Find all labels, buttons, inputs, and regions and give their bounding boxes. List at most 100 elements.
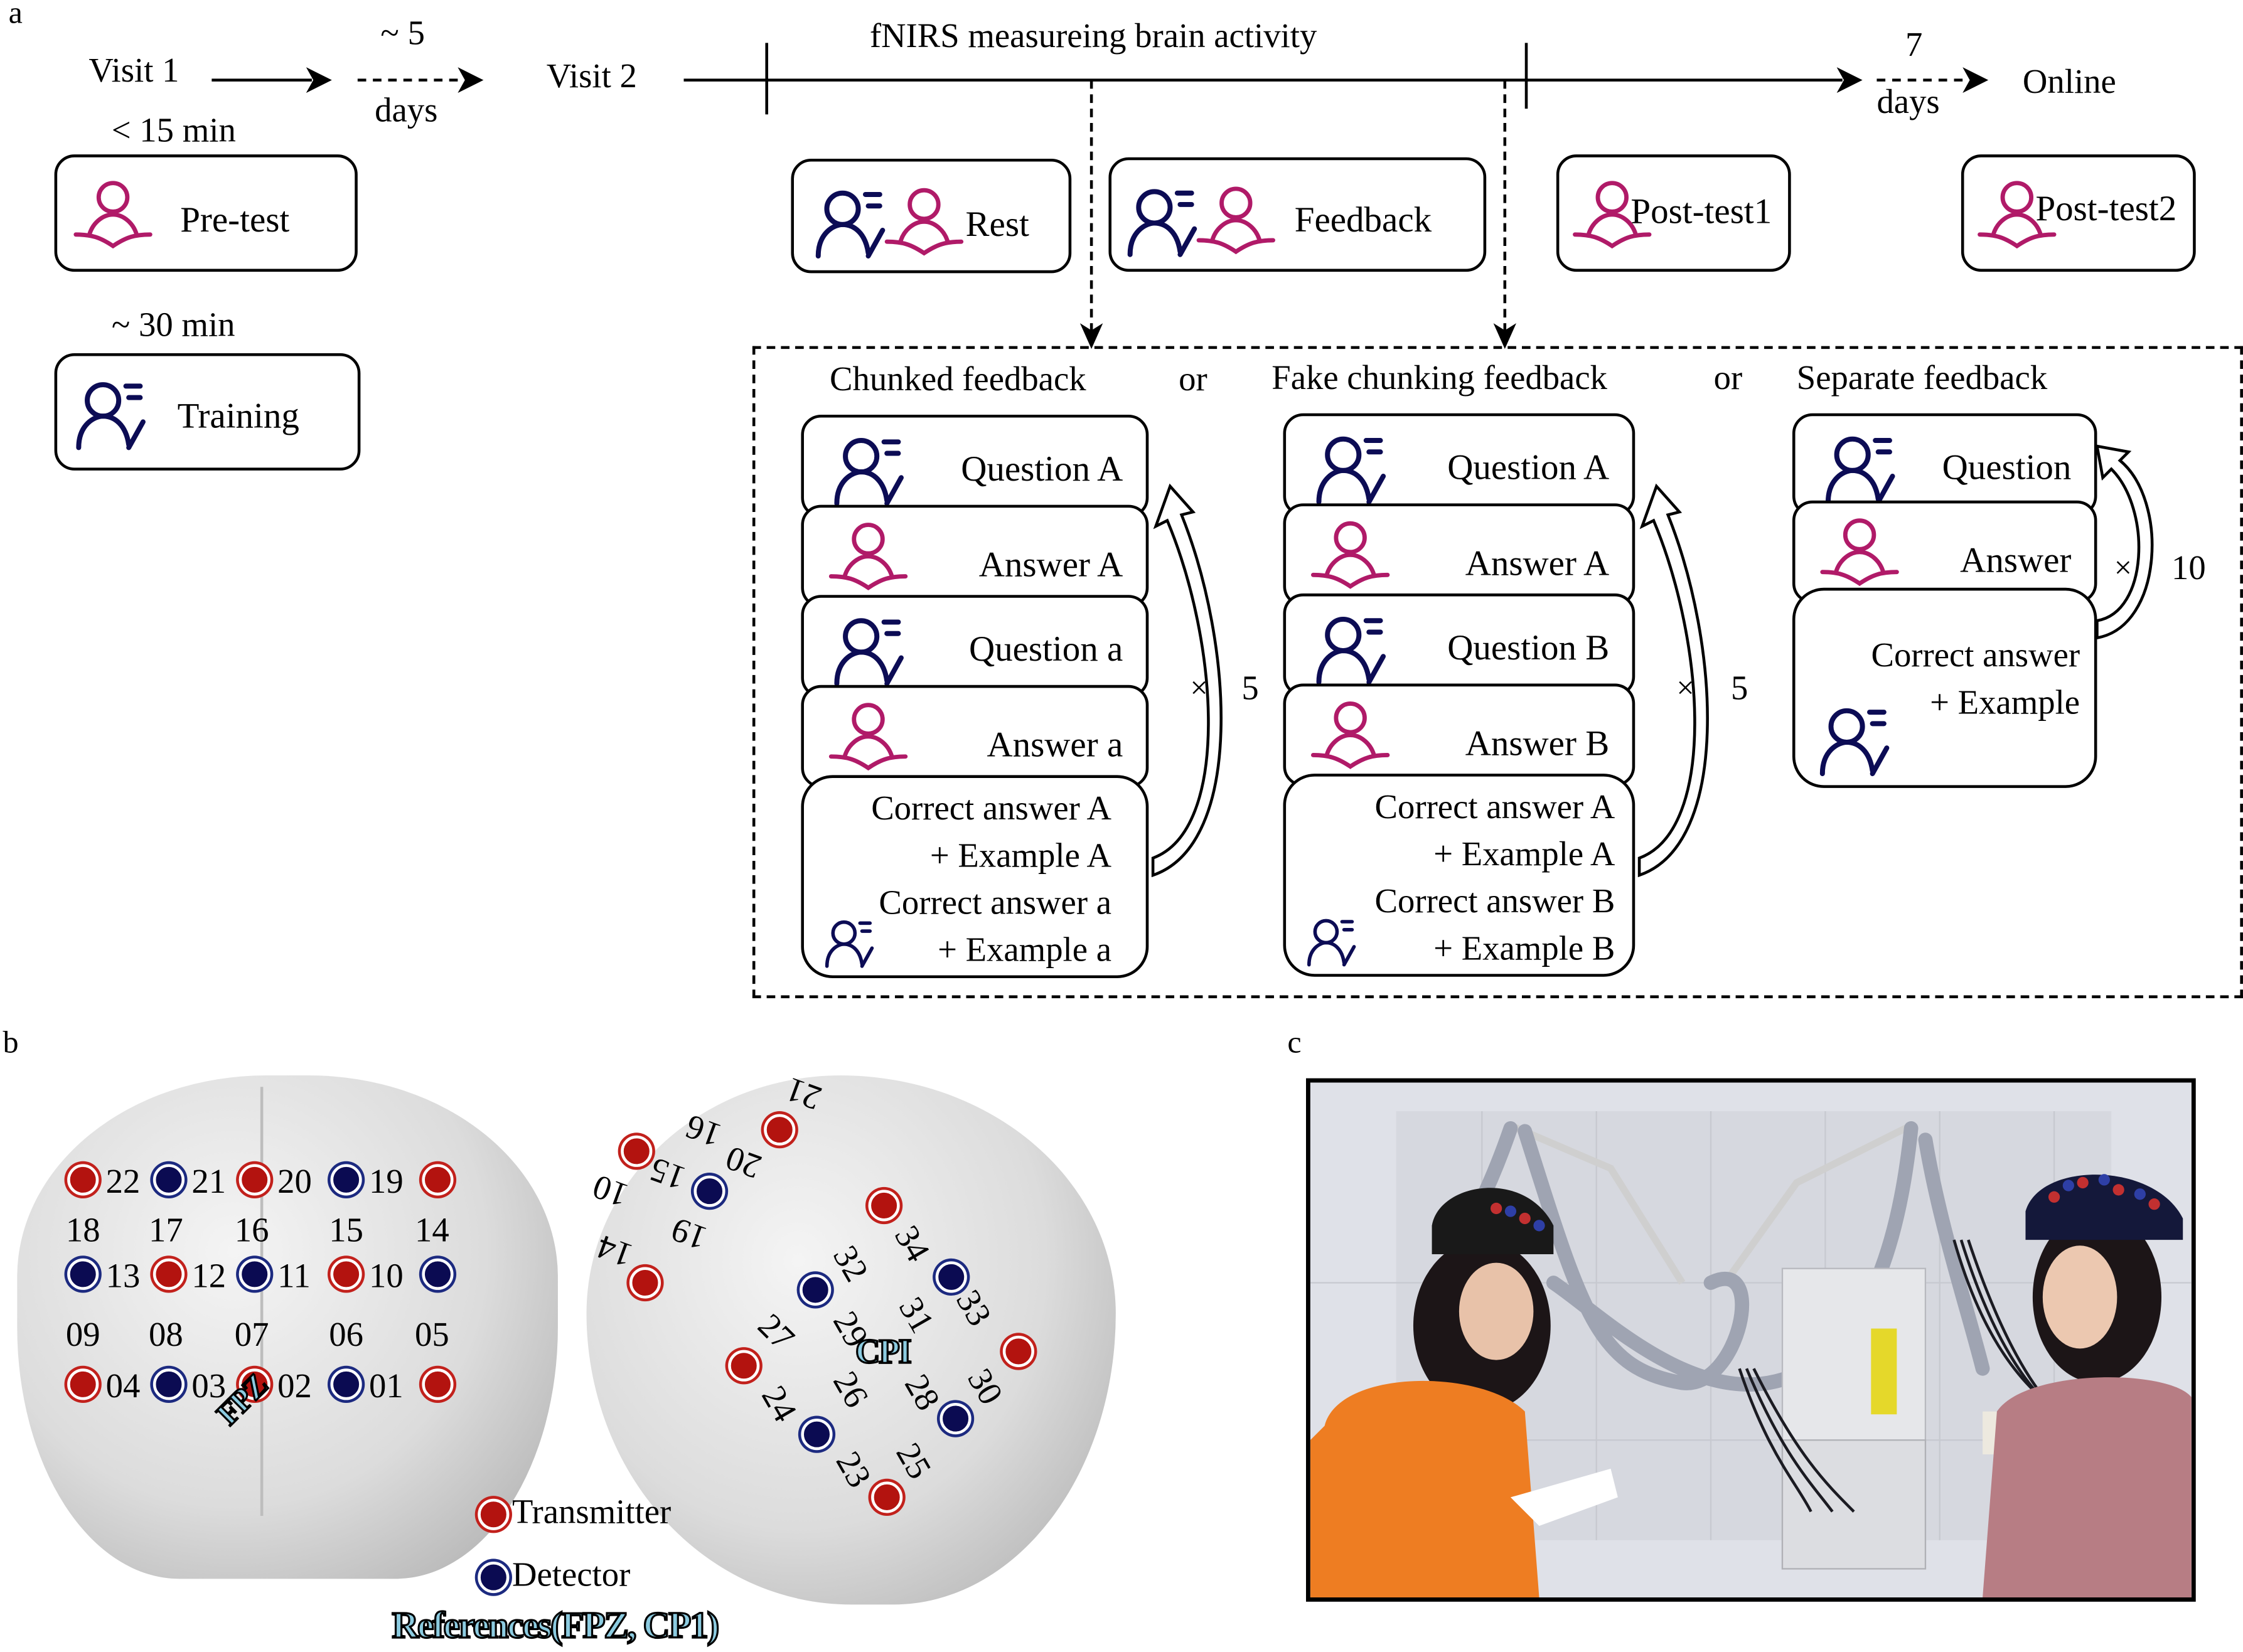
feedback-final-line: Correct answer [1871,637,2080,675]
channel-label: 04 [105,1368,141,1406]
student-icon [1573,181,1652,249]
transmitter-marker [1002,1335,1034,1368]
detector-marker [153,1368,185,1400]
detector-marker [693,1175,725,1207]
feedback-card: Answer B [1283,683,1635,787]
references-legend-label: References(FPZ, CP1) [391,1604,720,1646]
feedback-connector-2 [1503,80,1507,332]
feedback-final-line: Correct answer B [1374,883,1615,921]
teacher-icon [1825,436,1895,505]
student-icon [1820,518,1899,587]
arrowhead-icon [1962,67,1989,93]
feedback-card-label: Question [1942,449,2072,488]
transmitter-marker [764,1114,796,1146]
channel-label: 06 [329,1317,363,1355]
channel-label: 15 [329,1212,363,1250]
student-icon [1310,521,1390,589]
fnirs-start-tick [765,43,768,115]
feedback-card: Answer A [801,504,1149,608]
student-icon [73,181,153,249]
brain-front-view [17,1075,558,1579]
feedback-box: Feedback [1108,157,1487,272]
channel-label: 16 [234,1212,269,1250]
arrowhead-icon [458,67,484,93]
feedback-card-label: Answer A [1465,545,1610,584]
channel-label: 13 [105,1258,141,1296]
feedback-label: Feedback [1294,201,1432,240]
detector-legend-icon [478,1561,510,1594]
panel-c-letter: c [1287,1023,1302,1060]
posttest2-label: Post-test2 [2035,190,2177,229]
teacher-icon [1819,708,1890,777]
student-icon [1978,181,2057,249]
gap1-top: ~ 5 [380,16,425,53]
feedback-card-label: Question a [968,631,1123,669]
transmitter-marker [153,1258,185,1290]
or-label-1: or [1179,361,1207,399]
separate-title: Separate feedback [1796,360,2048,398]
transmitter-marker [67,1368,99,1400]
detector-marker [238,1258,270,1290]
feedback-card-label: Answer B [1465,725,1610,764]
feedback-card-label: Answer a [987,726,1123,765]
repeat-loop-arrow-separate [2095,444,2154,640]
transmitter-legend-label: Transmitter [511,1494,672,1532]
channel-label: 10 [369,1258,404,1296]
channel-label: 19 [369,1164,404,1202]
feedback-card-label: Answer A [978,546,1123,585]
transmitter-marker [621,1135,653,1167]
channel-label: 02 [277,1368,312,1406]
detector-marker [935,1261,967,1293]
panel-b-letter: b [3,1023,19,1060]
feedback-card-label: Answer [1960,541,2072,581]
feedback-card-label: Question A [961,450,1123,489]
or-label-2: or [1713,360,1743,398]
cp1-reference-label: CPI [854,1334,913,1372]
teacher-icon [834,438,904,506]
teacher-icon [76,382,146,450]
fake-title: Fake chunking feedback [1271,360,1607,398]
detector-marker [67,1258,99,1290]
repeat-n-fake: 5 [1730,670,1748,708]
feedback-card: Answer A [1283,503,1635,607]
teacher-icon [834,618,904,686]
channel-label: 01 [369,1368,404,1406]
detector-legend-label: Detector [511,1557,631,1595]
transmitter-marker [422,1164,454,1196]
channel-label: 08 [149,1317,183,1355]
timeline-dashed-2 [1876,78,1963,82]
feedback-card-label: Question B [1447,629,1610,668]
posttest1-label: Post-test1 [1630,193,1772,232]
transmitter-marker [67,1164,99,1196]
channel-label: 11 [277,1258,311,1296]
arrowhead-icon [1493,323,1517,349]
student-icon [884,188,964,256]
channel-label: 18 [65,1212,100,1250]
visit2-label: Visit 2 [546,58,637,96]
rest-box: Rest [791,159,1072,274]
transmitter-marker [422,1368,454,1400]
pretest-label: Pre-test [180,201,290,240]
fnirs-label: fNIRS measureing brain activity [869,18,1317,56]
detector-marker [422,1258,454,1290]
feedback-final-line: Correct answer a [879,885,1112,923]
conditions-container [752,346,2243,998]
channel-label: 21 [191,1164,227,1202]
posttest1-box: Post-test1 [1556,154,1791,272]
repeat-loop-arrow-fake [1637,483,1709,878]
student-icon [828,523,908,590]
detector-marker [330,1368,362,1400]
feedback-final-line: + Example B [1433,930,1615,969]
feedback-final-line: Correct answer A [1374,789,1615,827]
repeat-x-chunked: × [1190,669,1208,705]
teacher-icon [1127,189,1197,257]
chunked-title: Chunked feedback [829,361,1086,399]
gap1-bottom: days [375,93,438,131]
brain-midline [260,1087,264,1516]
channel-label: 09 [65,1317,100,1355]
panel-a-letter: a [8,0,23,30]
feedback-final-line: Correct answer A [871,791,1112,828]
posttest2-box: Post-test2 [1961,154,2196,272]
detector-marker [330,1164,362,1196]
feedback-card: Question A [801,414,1149,518]
